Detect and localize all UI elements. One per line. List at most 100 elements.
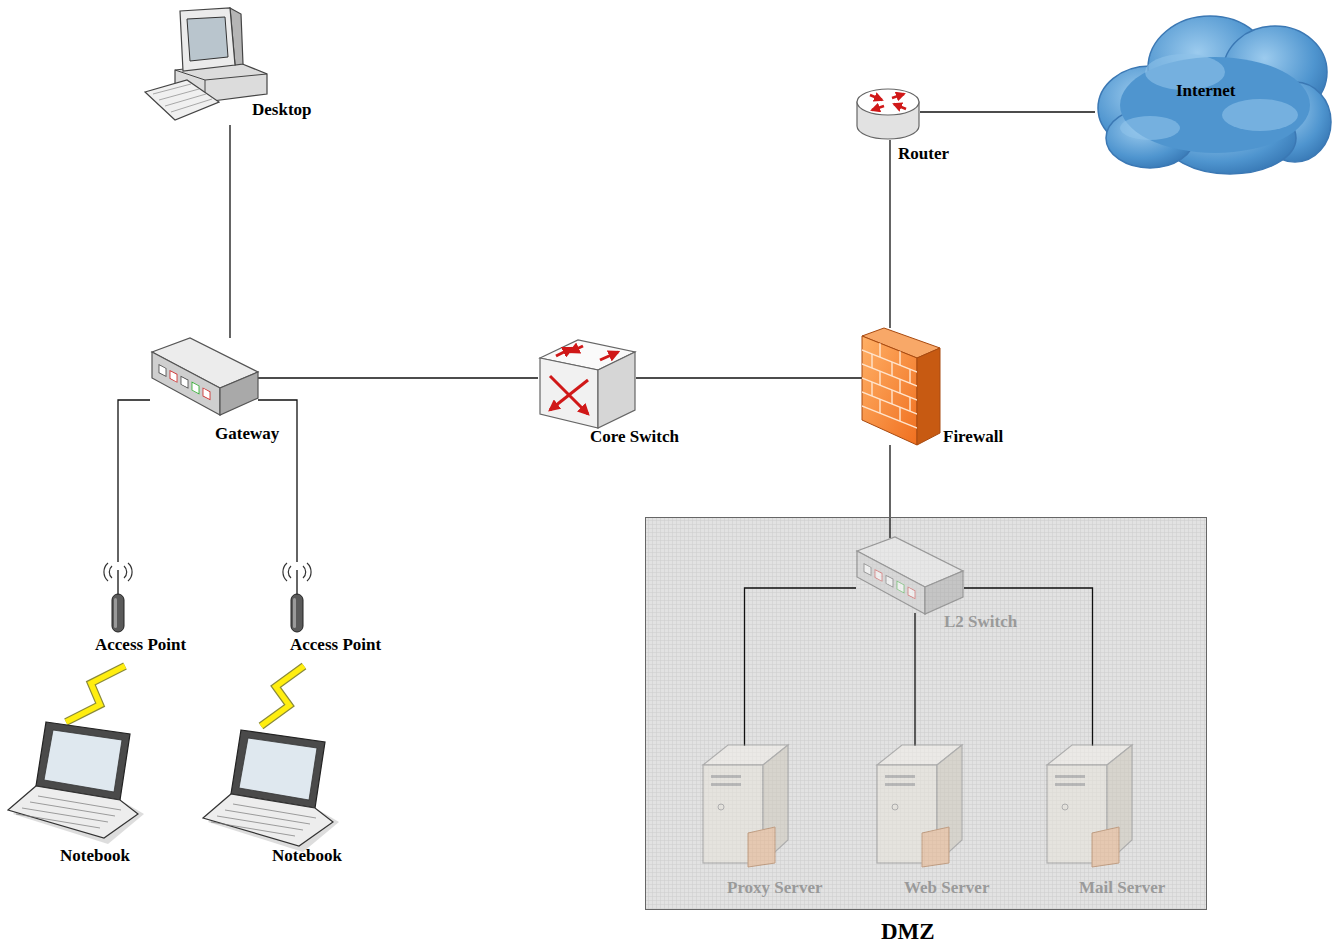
router-icon-part-part — [870, 95, 882, 100]
link-line — [914, 613, 915, 746]
device-label: Web Server — [904, 878, 989, 898]
network-link — [258, 378, 538, 379]
device-label: Desktop — [252, 100, 312, 120]
core-switch-icon-part-part — [570, 346, 583, 352]
device-label: Access Point — [290, 635, 381, 655]
notebook-icon — [8, 722, 144, 844]
desktop-icon-part — [145, 80, 219, 120]
bolt-fill — [66, 666, 125, 722]
firewall-icon-part-part — [862, 392, 917, 414]
desktop-icon-part — [187, 17, 228, 61]
firewall-icon-part-part — [899, 351, 901, 365]
server-icon — [877, 745, 962, 867]
notebook-node: Notebook — [203, 730, 339, 848]
cloud-node: Internet — [1095, 12, 1334, 172]
firewall-icon-part — [862, 336, 917, 445]
network-link — [230, 125, 231, 338]
desktop-icon-part-part — [159, 89, 199, 100]
device-label: Notebook — [60, 846, 130, 866]
firewall-icon-part-part — [871, 354, 873, 368]
device-label: Proxy Server — [727, 878, 823, 898]
core-switch-icon-part — [540, 358, 598, 428]
network-link — [636, 378, 862, 379]
server-icon — [703, 745, 788, 867]
l2-switch-node: L2 Switch — [856, 538, 964, 613]
desktop-icon-part-part — [171, 99, 212, 112]
internet-cloud-part-part — [1222, 99, 1298, 131]
desktop-icon — [145, 8, 267, 120]
firewall-icon-part-part — [891, 390, 893, 404]
access-point-node: Access Point — [103, 562, 133, 632]
router-node: Router — [856, 86, 920, 140]
internet-cloud-part-part — [1120, 116, 1180, 140]
firewall-icon-part-part — [909, 369, 911, 383]
notebook-node: Notebook — [8, 722, 144, 840]
link-line — [229, 125, 230, 338]
dmz-zone: DMZL2 SwitchProxy ServerWeb ServerMail S… — [645, 517, 1207, 910]
device-label: DMZ — [881, 919, 935, 945]
internet-cloud — [1098, 16, 1331, 174]
bolt-outline — [261, 666, 304, 726]
router-icon-part-part — [872, 106, 884, 110]
notebook-shape — [8, 722, 144, 844]
core-switch-icon-part-part — [550, 380, 588, 410]
device-label: Mail Server — [1079, 878, 1165, 898]
bolt-fill — [261, 666, 304, 726]
firewall-icon-part-part — [879, 399, 881, 413]
server-node: Proxy Server — [704, 746, 789, 864]
link-line — [920, 111, 1095, 112]
device-label: Notebook — [272, 846, 342, 866]
desktop-node: Desktop — [145, 8, 270, 125]
device-label: Access Point — [95, 635, 186, 655]
firewall-icon-part-part — [909, 397, 911, 411]
router-icon-part-part — [892, 94, 904, 98]
firewall-node: Firewall — [862, 328, 940, 445]
link-line — [636, 377, 862, 378]
link-line — [889, 445, 890, 538]
access-point-shape — [283, 563, 311, 632]
link-line — [118, 400, 150, 562]
network-link — [118, 400, 150, 562]
firewall-icon-part-part — [879, 371, 881, 385]
firewall-icon-part-part — [879, 343, 881, 357]
device-label: Router — [898, 144, 949, 164]
link-line — [889, 140, 890, 328]
desktop-icon-part — [180, 8, 235, 71]
wireless-link — [261, 666, 304, 726]
firewall-icon-part-part — [862, 350, 917, 372]
server-node: Web Server — [878, 746, 963, 864]
dmz-zone-fill — [645, 517, 1207, 910]
access-point-shape — [104, 563, 132, 632]
network-link — [964, 588, 1093, 746]
link-line — [745, 588, 857, 746]
notebook-icon — [203, 730, 339, 852]
firewall-icon-part-part — [871, 382, 873, 396]
core-switch-icon-part-part — [600, 352, 618, 360]
network-link — [920, 112, 1095, 113]
access-point-icon — [283, 563, 311, 632]
link-line — [258, 377, 538, 378]
gateway-shape — [152, 338, 258, 415]
router-icon-part — [857, 89, 919, 115]
gateway-icon — [152, 338, 258, 415]
core-switch-node: Core Switch — [538, 330, 636, 428]
core-switch-icon-part-part — [556, 348, 572, 356]
firewall-icon-part — [917, 348, 940, 445]
server-node: Mail Server — [1048, 746, 1133, 864]
desktop-icon-part-part — [165, 94, 206, 106]
firewall-icon-part-part — [891, 362, 893, 376]
l2-switch-shape — [857, 537, 963, 614]
device-label: Internet — [1176, 81, 1235, 101]
device-label: Core Switch — [590, 427, 679, 447]
server-icon — [1047, 745, 1132, 867]
core-switch-icon — [540, 340, 635, 428]
access-point-icon — [104, 563, 132, 632]
firewall-icon — [862, 328, 940, 445]
network-link — [890, 140, 891, 328]
gateway-node: Gateway — [150, 338, 258, 418]
router-icon-part — [870, 94, 906, 110]
core-switch-icon-part — [550, 346, 618, 414]
internet-cloud-part — [1098, 16, 1331, 174]
